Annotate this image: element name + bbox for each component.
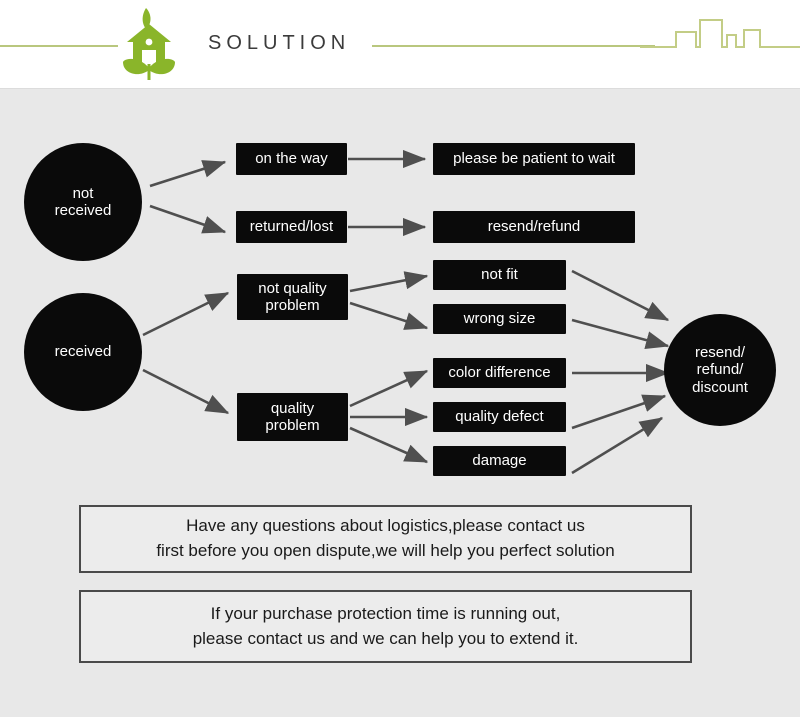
flow-node-label: not fit bbox=[481, 266, 518, 284]
header-rule-right bbox=[372, 45, 655, 47]
logistics-note: Have any questions about logistics,pleas… bbox=[79, 505, 692, 573]
flow-node-label: please be patient to wait bbox=[453, 150, 615, 168]
flow-node-quality-defect[interactable]: quality defect bbox=[433, 402, 566, 432]
flow-node-wrong-size[interactable]: wrong size bbox=[433, 304, 566, 334]
flow-node-label: quality defect bbox=[455, 408, 544, 426]
city-skyline-icon bbox=[640, 19, 800, 48]
flow-node-resend-refund[interactable]: resend/refund bbox=[433, 211, 635, 243]
flow-node-label: color difference bbox=[448, 364, 551, 382]
flow-node-resend-refund-discount[interactable]: resend/refund/discount bbox=[664, 314, 776, 426]
flow-node-be-patient[interactable]: please be patient to wait bbox=[433, 143, 635, 175]
page-title: SOLUTION bbox=[208, 32, 351, 54]
page-header: SOLUTION bbox=[0, 0, 800, 89]
flow-node-label: returned/lost bbox=[249, 218, 334, 236]
flow-node-label: received bbox=[54, 343, 112, 361]
protection-note-text: If your purchase protection time is runn… bbox=[192, 603, 579, 648]
flow-node-label: resend/refund bbox=[487, 218, 581, 236]
protection-note: If your purchase protection time is runn… bbox=[79, 590, 692, 663]
flow-node-label: resend/refund/discount bbox=[692, 344, 748, 396]
flow-node-received[interactable]: received bbox=[24, 293, 142, 411]
flow-node-returned-lost[interactable]: returned/lost bbox=[236, 211, 347, 243]
flow-node-not-fit[interactable]: not fit bbox=[433, 260, 566, 290]
flow-node-color-difference[interactable]: color difference bbox=[433, 358, 566, 388]
flow-node-label: on the way bbox=[255, 150, 328, 168]
logistics-note-text: Have any questions about logistics,pleas… bbox=[156, 516, 615, 560]
flow-node-label: wrong size bbox=[463, 310, 536, 328]
header-rule-left bbox=[0, 45, 118, 47]
flow-node-on-the-way[interactable]: on the way bbox=[236, 143, 347, 175]
eco-house-leaf-logo-icon bbox=[123, 8, 175, 80]
flow-node-label: damage bbox=[472, 452, 527, 470]
flowchart-arrows bbox=[142, 149, 670, 475]
flow-node-damage[interactable]: damage bbox=[433, 446, 566, 476]
